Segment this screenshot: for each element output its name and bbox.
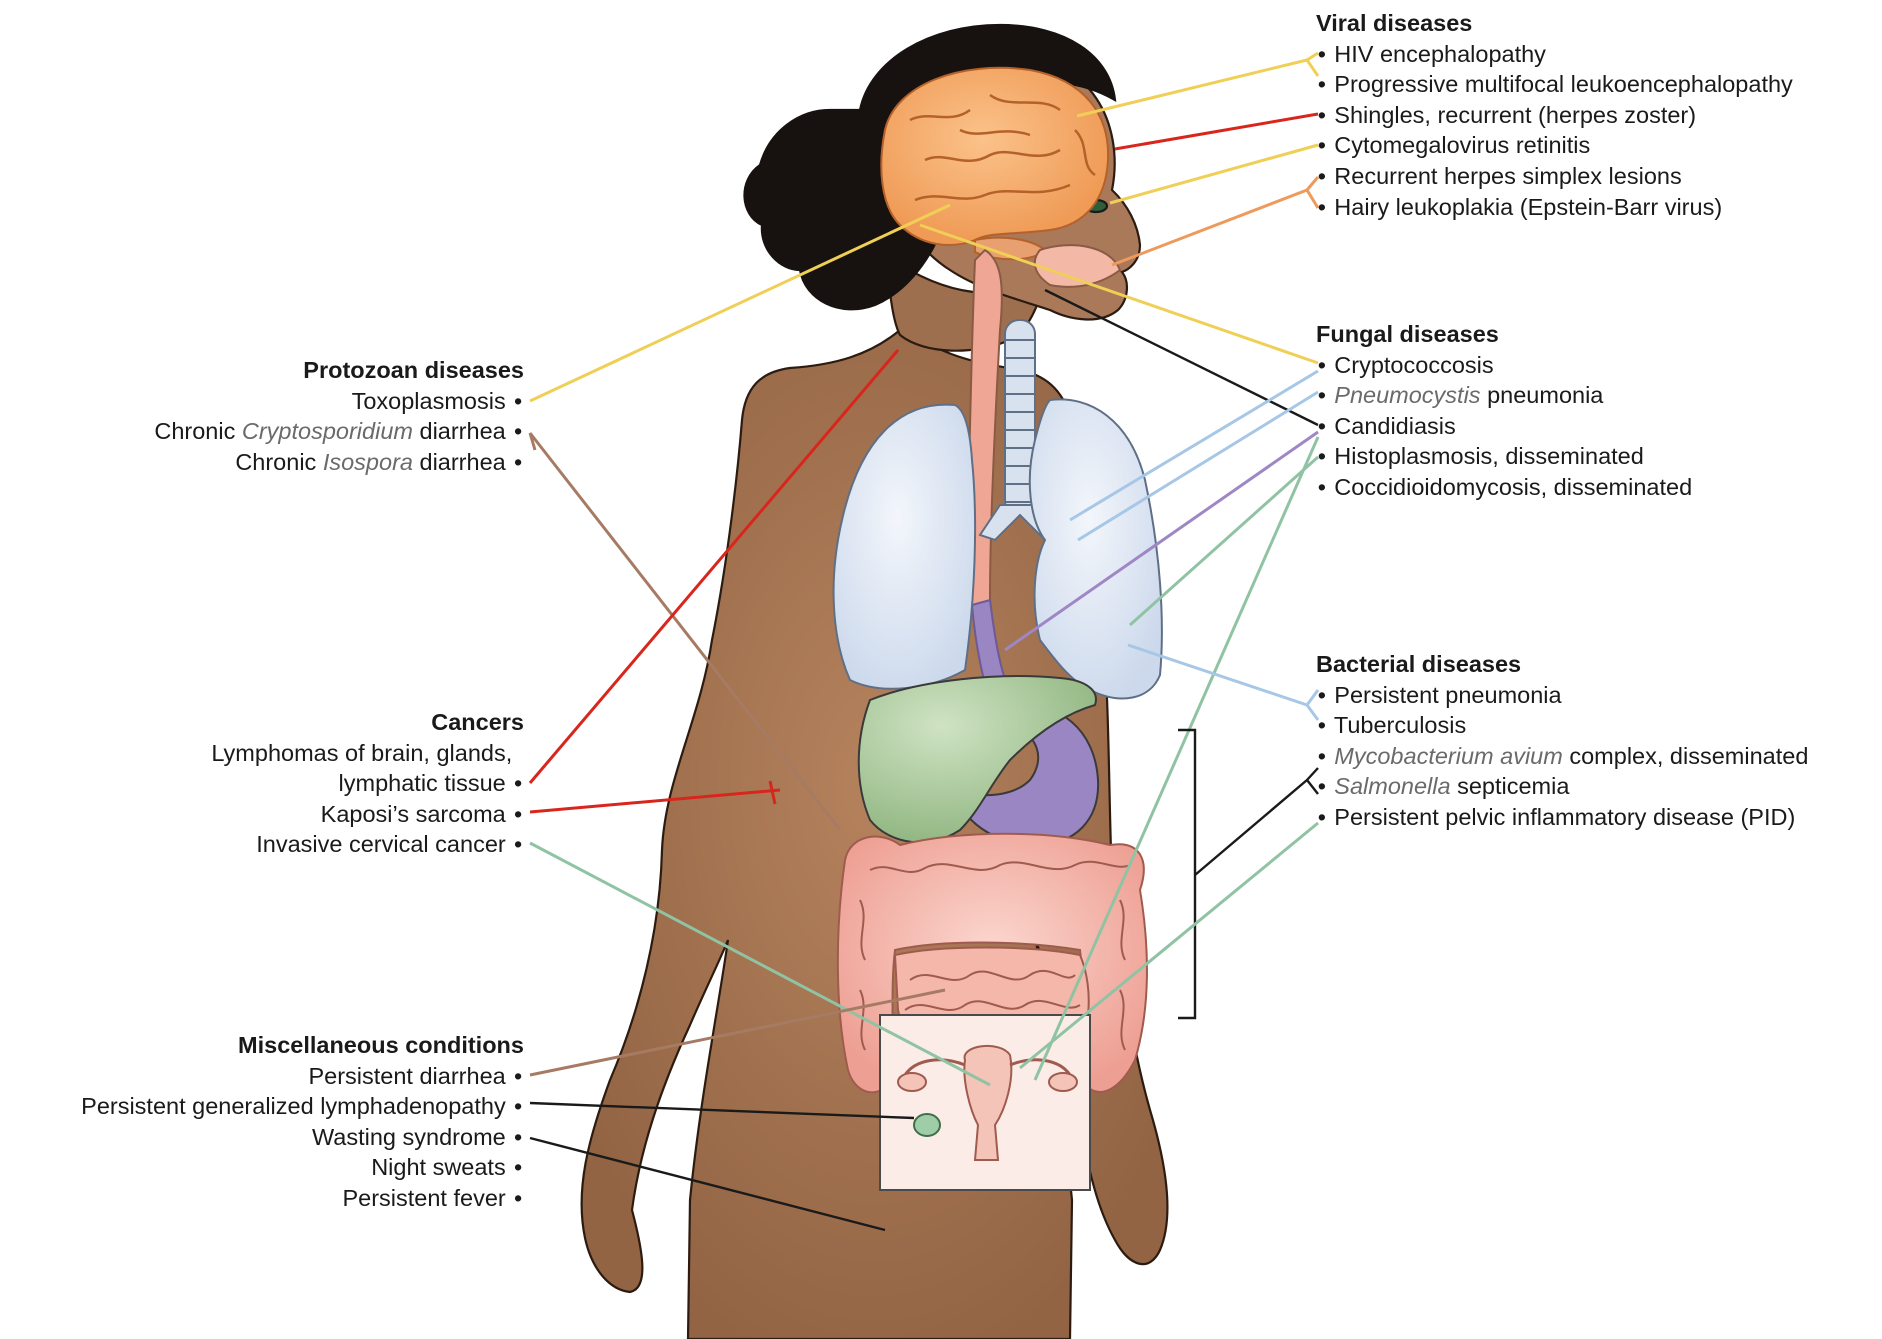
fungal-diseases-group: Fungal diseases • Cryptococcosis • Pneum… <box>1316 319 1692 503</box>
cancers-title: Cancers <box>211 707 524 738</box>
protozoan-item-1: Chronic Cryptosporidium diarrhea • <box>154 416 524 447</box>
protozoan-diseases-title: Protozoan diseases <box>154 355 524 386</box>
pelvic-inset <box>880 1015 1090 1190</box>
misc-item-4: Persistent fever • <box>81 1183 524 1214</box>
misc-conditions-title: Miscellaneous conditions <box>81 1030 524 1061</box>
cancer-item-3: Invasive cervical cancer • <box>211 829 524 860</box>
fungal-item-4: • Coccidioidomycosis, disseminated <box>1316 472 1692 503</box>
bacterial-item-3: • Salmonella septicemia <box>1316 771 1808 802</box>
bacterial-diseases-group: Bacterial diseases • Persistent pneumoni… <box>1316 649 1808 833</box>
line-retinitis <box>1110 145 1318 203</box>
fungal-diseases-title: Fungal diseases <box>1316 319 1692 350</box>
viral-item-0: • HIV encephalopathy <box>1316 39 1793 70</box>
fungal-item-0: • Cryptococcosis <box>1316 350 1692 381</box>
right-lung <box>1030 399 1162 698</box>
cancer-item-0: Lymphomas of brain, glands, <box>211 738 524 769</box>
fungal-item-2: • Candidiasis <box>1316 411 1692 442</box>
cancer-item-2: Kaposi’s sarcoma • <box>211 799 524 830</box>
viral-item-1: • Progressive multifocal leukoencephalop… <box>1316 69 1793 100</box>
line-herpes-simplex <box>1112 177 1318 265</box>
viral-diseases-title: Viral diseases <box>1316 8 1793 39</box>
protozoan-diseases-group: Protozoan diseases Toxoplasmosis • Chron… <box>154 355 524 477</box>
protozoan-item-2: Chronic Isospora diarrhea • <box>154 447 524 478</box>
ovary-right <box>1049 1073 1077 1091</box>
viral-item-3: • Cytomegalovirus retinitis <box>1316 130 1793 161</box>
viral-diseases-group: Viral diseases • HIV encephalopathy • Pr… <box>1316 8 1793 222</box>
line-shingles <box>1115 114 1318 149</box>
misc-item-1: Persistent generalized lymphadenopathy • <box>81 1091 524 1122</box>
bacterial-diseases-title: Bacterial diseases <box>1316 649 1808 680</box>
fungal-item-3: • Histoplasmosis, disseminated <box>1316 441 1692 472</box>
lymph-node <box>914 1114 940 1136</box>
ovary-left <box>898 1073 926 1091</box>
viral-item-2: • Shingles, recurrent (herpes zoster) <box>1316 100 1793 131</box>
protozoan-item-0: Toxoplasmosis • <box>154 386 524 417</box>
line-mac <box>1195 768 1318 875</box>
misc-item-2: Wasting syndrome • <box>81 1122 524 1153</box>
fungal-item-1: • Pneumocystis pneumonia <box>1316 380 1692 411</box>
cancers-group: Cancers Lymphomas of brain, glands, lymp… <box>211 707 524 860</box>
abdominal-organs <box>859 676 1098 845</box>
bacterial-item-0: • Persistent pneumonia <box>1316 680 1808 711</box>
misc-item-0: Persistent diarrhea • <box>81 1061 524 1092</box>
viral-item-4: • Recurrent herpes simplex lesions <box>1316 161 1793 192</box>
bacterial-item-2: • Mycobacterium avium complex, dissemina… <box>1316 741 1808 772</box>
line-viral-brain <box>1077 53 1318 116</box>
viral-item-5: • Hairy leukoplakia (Epstein-Barr virus) <box>1316 192 1793 223</box>
bacterial-item-1: • Tuberculosis <box>1316 710 1808 741</box>
bracket-bowel <box>1178 730 1195 1018</box>
misc-item-3: Night sweats • <box>81 1152 524 1183</box>
line-tuberculosis <box>1130 457 1318 625</box>
misc-conditions-group: Miscellaneous conditions Persistent diar… <box>81 1030 524 1214</box>
cancer-item-1: lymphatic tissue • <box>211 768 524 799</box>
bacterial-item-4: • Persistent pelvic inflammatory disease… <box>1316 802 1808 833</box>
